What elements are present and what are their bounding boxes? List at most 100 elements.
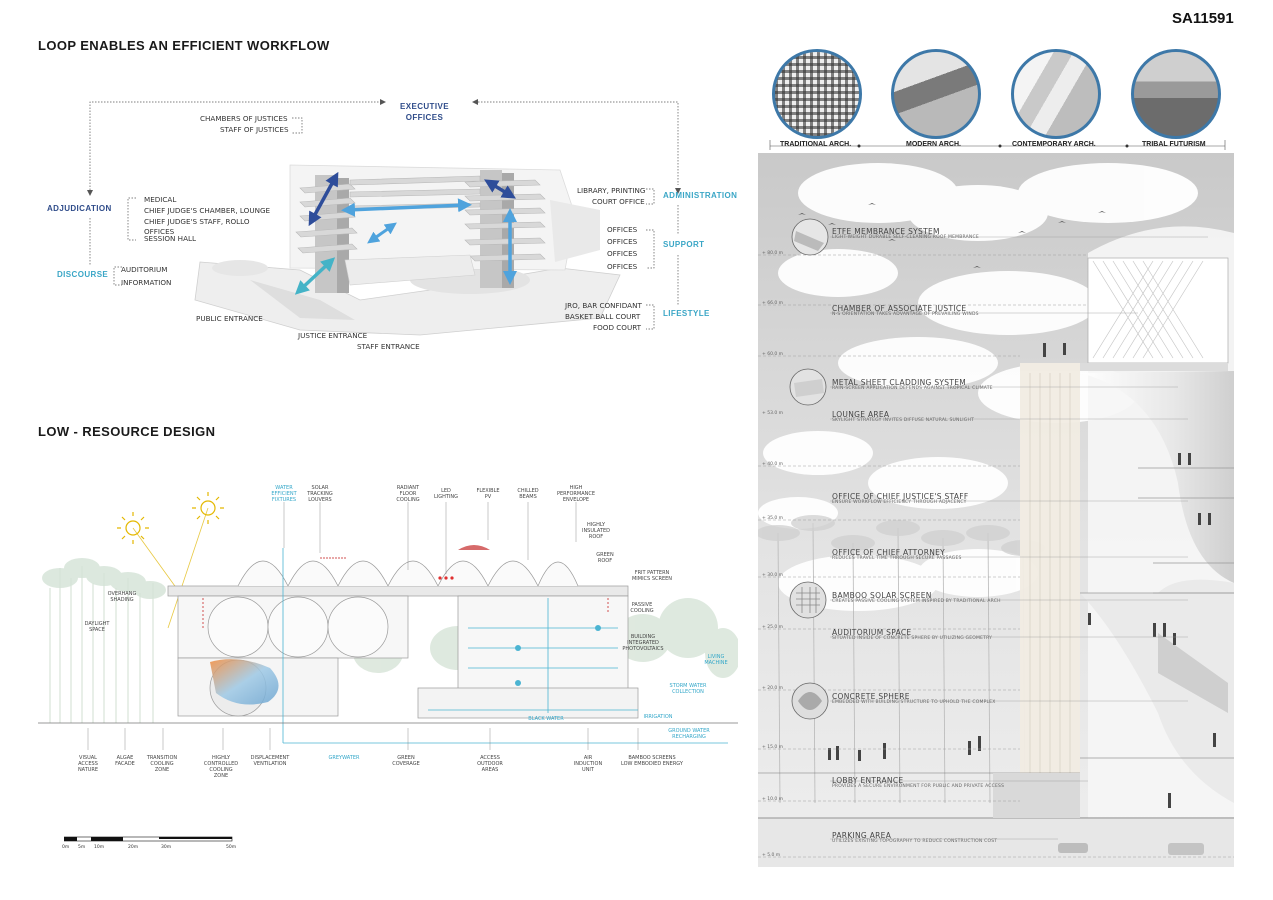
admin-item: LIBRARY, PRINTING — [577, 186, 646, 195]
bamboo-screens-label: BAMBOO SCREENS LOW EMBODIED ENERGY — [621, 755, 683, 767]
living-machine-label: LIVING MACHINE — [704, 654, 728, 666]
modern-arch-image — [891, 49, 981, 139]
style-label-contemporary: CONTEMPORARY ARCH. — [1012, 141, 1096, 148]
tribal-futurism-image — [1131, 49, 1221, 139]
scale-tick: 10m — [94, 845, 105, 850]
scale-tick: 50m — [226, 845, 237, 850]
annotation-title: METAL SHEET CLADDING SYSTEM — [832, 378, 967, 387]
level-marker: + 10.0 m — [762, 797, 784, 802]
workflow-title: LOOP ENABLES AN EFFICIENT WORKFLOW — [38, 38, 330, 53]
annotation-title: LOUNGE AREA — [832, 410, 890, 419]
green-roof-label: GREEN ROOF — [596, 552, 614, 564]
category-executive-offices: EXECUTIVE OFFICES — [400, 102, 449, 122]
greywater-label: GREYWATER — [328, 755, 360, 761]
annotation-sub: PROVIDES A SECURE ENVIRONMENT FOR PUBLIC… — [832, 784, 1005, 789]
annotation-sub: LIGHT-WEIGHT DURABLE SELF-CLEANING ROOF … — [832, 235, 979, 240]
exec-item: STAFF OF JUSTICES — [220, 125, 289, 134]
style-label-tribal: TRIBAL FUTURISM — [1142, 141, 1206, 148]
passive-cooling-label: PASSIVE COOLING — [630, 602, 654, 614]
water-fixtures-label: WATER EFFICIENT FIXTURES — [271, 485, 297, 503]
scale-tick: 0m — [62, 845, 70, 850]
building-pv-label: BUILDING INTEGRATED PHOTOVOLTAICS — [622, 634, 664, 652]
storm-water-label: STORM WATER COLLECTION — [669, 683, 707, 695]
support-item: OFFICES — [607, 237, 638, 246]
annotation-sub: N-S ORIENTATION TAKES ADVANTAGE OF PREVA… — [832, 312, 979, 317]
chilled-beams-label: CHILLED BEAMS — [517, 488, 539, 500]
annotation-sub: UTILIZES EXISTING TOPOGRAPHY TO REDUCE C… — [832, 839, 998, 844]
lifestyle-item: FOOD COURT — [593, 323, 642, 332]
annotation-title: OFFICE OF CHIEF JUSTICE'S STAFF — [832, 492, 969, 501]
annotation-title: AUDITORIUM SPACE — [832, 628, 912, 637]
daylight-space-label: DAYLIGHT SPACE — [84, 621, 110, 633]
ground-water-label: GROUND WATER RECHARGING — [668, 728, 710, 740]
level-marker: + 80.0 m — [762, 251, 784, 256]
category-lifestyle: LIFESTYLE — [663, 309, 710, 318]
level-marker: + 35.0 m — [762, 516, 784, 521]
annotation-title: BAMBOO SOLAR SCREEN — [832, 591, 932, 600]
lifestyle-item: JRO, BAR CONFIDANT — [565, 301, 642, 310]
style-label-traditional: TRADITIONAL ARCH. — [780, 141, 852, 148]
level-marker: + 40.0 m — [762, 462, 784, 467]
category-administration: ADMINISTRATION — [663, 191, 738, 200]
style-timeline — [769, 140, 1226, 150]
adjudication-item: CHIEF JUDGE'S CHAMBER, LOUNGE — [144, 206, 271, 215]
level-marker: + 66.0 m — [762, 301, 784, 306]
admin-item: COURT OFFICE — [592, 197, 645, 206]
access-outdoor-label: ACCESS OUTDOOR AREAS — [477, 755, 503, 773]
adjudication-item: OFFICES — [144, 227, 175, 236]
controlled-zone-label: HIGHLY CONTROLLED COOLING ZONE — [203, 755, 239, 779]
led-lighting-label: LED LIGHTING — [433, 488, 459, 500]
scale-tick: 5m — [78, 845, 86, 850]
justice-entrance-label: JUSTICE ENTRANCE — [298, 331, 368, 340]
category-adjudication: ADJUDICATION — [47, 204, 112, 213]
annotation-title: ETFE MEMBRANCE SYSTEM — [832, 227, 940, 236]
low-resource-title: LOW - RESOURCE DESIGN — [38, 424, 216, 439]
annotation-title: CHAMBER OF ASSOCIATE JUSTICE — [832, 304, 967, 313]
discourse-item: AUDITORIUM — [121, 265, 168, 274]
level-marker: + 15.0 m — [762, 745, 784, 750]
lifestyle-item: BASKET BALL COURT — [565, 312, 641, 321]
solar-louvers-label: SOLAR TRACKING LOUVERS — [307, 485, 333, 503]
annotation-title: OFFICE OF CHIEF ATTORNEY — [832, 548, 946, 557]
scale-bar — [64, 836, 233, 842]
frit-pattern-label: FRIT PATTERN MIMICS SCREEN — [631, 570, 673, 582]
insulated-roof-label: HIGHLY INSULATED ROOF — [581, 522, 611, 540]
low-resource-section-drawing — [38, 478, 738, 750]
green-coverage-label: GREEN COVERAGE — [392, 755, 420, 767]
level-marker: + 25.0 m — [762, 625, 784, 630]
level-marker: + 53.0 m — [762, 411, 784, 416]
annotation-sub: EMBEDDED WITH BUILDING STRUCTURE TO UPHO… — [832, 700, 996, 705]
annotation-sub: REDUCES TRAVEL TIME THROUGH SECURE PASSA… — [832, 556, 962, 561]
annotation-sub: RAIN-SCREEN APPLICATION DEFENDS AGAINST … — [832, 386, 993, 391]
exec-item: CHAMBERS OF JUSTICES — [200, 114, 288, 123]
annotation-sub: CREATES PASSIVE COOLING SYSTEM INSPIRED … — [832, 599, 1001, 604]
transition-zone-label: TRANSITION COOLING ZONE — [146, 755, 178, 773]
style-label-modern: MODERN ARCH. — [906, 141, 961, 148]
staff-entrance-label: STAFF ENTRANCE — [357, 342, 420, 351]
sheet-code: SA11591 — [1172, 10, 1234, 27]
irrigation-label: IRRIGATION — [643, 714, 673, 720]
support-item: OFFICES — [607, 225, 638, 234]
visual-access-label: VISUAL ACCESS NATURE — [77, 755, 99, 773]
annotation-sub: ENSURE WORKFLOW EFFICIENCY THROUGH ADJAC… — [832, 500, 967, 505]
adjudication-item: SESSION HALL — [144, 234, 196, 243]
level-marker: + 30.0 m — [762, 573, 784, 578]
radiant-cooling-label: RADIANT FLOOR COOLING — [396, 485, 420, 503]
annotation-title: PARKING AREA — [832, 831, 892, 840]
adjudication-item: MEDICAL — [144, 195, 177, 204]
black-water-label: BLACK WATER — [528, 716, 564, 722]
level-marker: + 5.0 m — [762, 853, 781, 858]
discourse-item: INFORMATION — [121, 278, 172, 287]
public-entrance-label: PUBLIC ENTRANCE — [196, 314, 263, 323]
workflow-diagram — [87, 99, 681, 336]
support-item: OFFICES — [607, 262, 638, 271]
support-item: OFFICES — [607, 249, 638, 258]
annotation-sub: SKYLIGHT STRATEGY INVITES DIFFUSE NATURA… — [832, 418, 975, 423]
displacement-ventilation-label: DISPLACEMENT VENTILATION — [250, 755, 290, 767]
annotation-title: LOBBY ENTRANCE — [832, 776, 904, 785]
high-performance-envelope-label: HIGH PERFORMANCE ENVELOPE — [556, 485, 596, 503]
scale-tick: 20m — [128, 845, 139, 850]
level-marker: + 20.0 m — [762, 686, 784, 691]
category-support: SUPPORT — [663, 240, 705, 249]
category-discourse: DISCOURSE — [57, 270, 109, 279]
